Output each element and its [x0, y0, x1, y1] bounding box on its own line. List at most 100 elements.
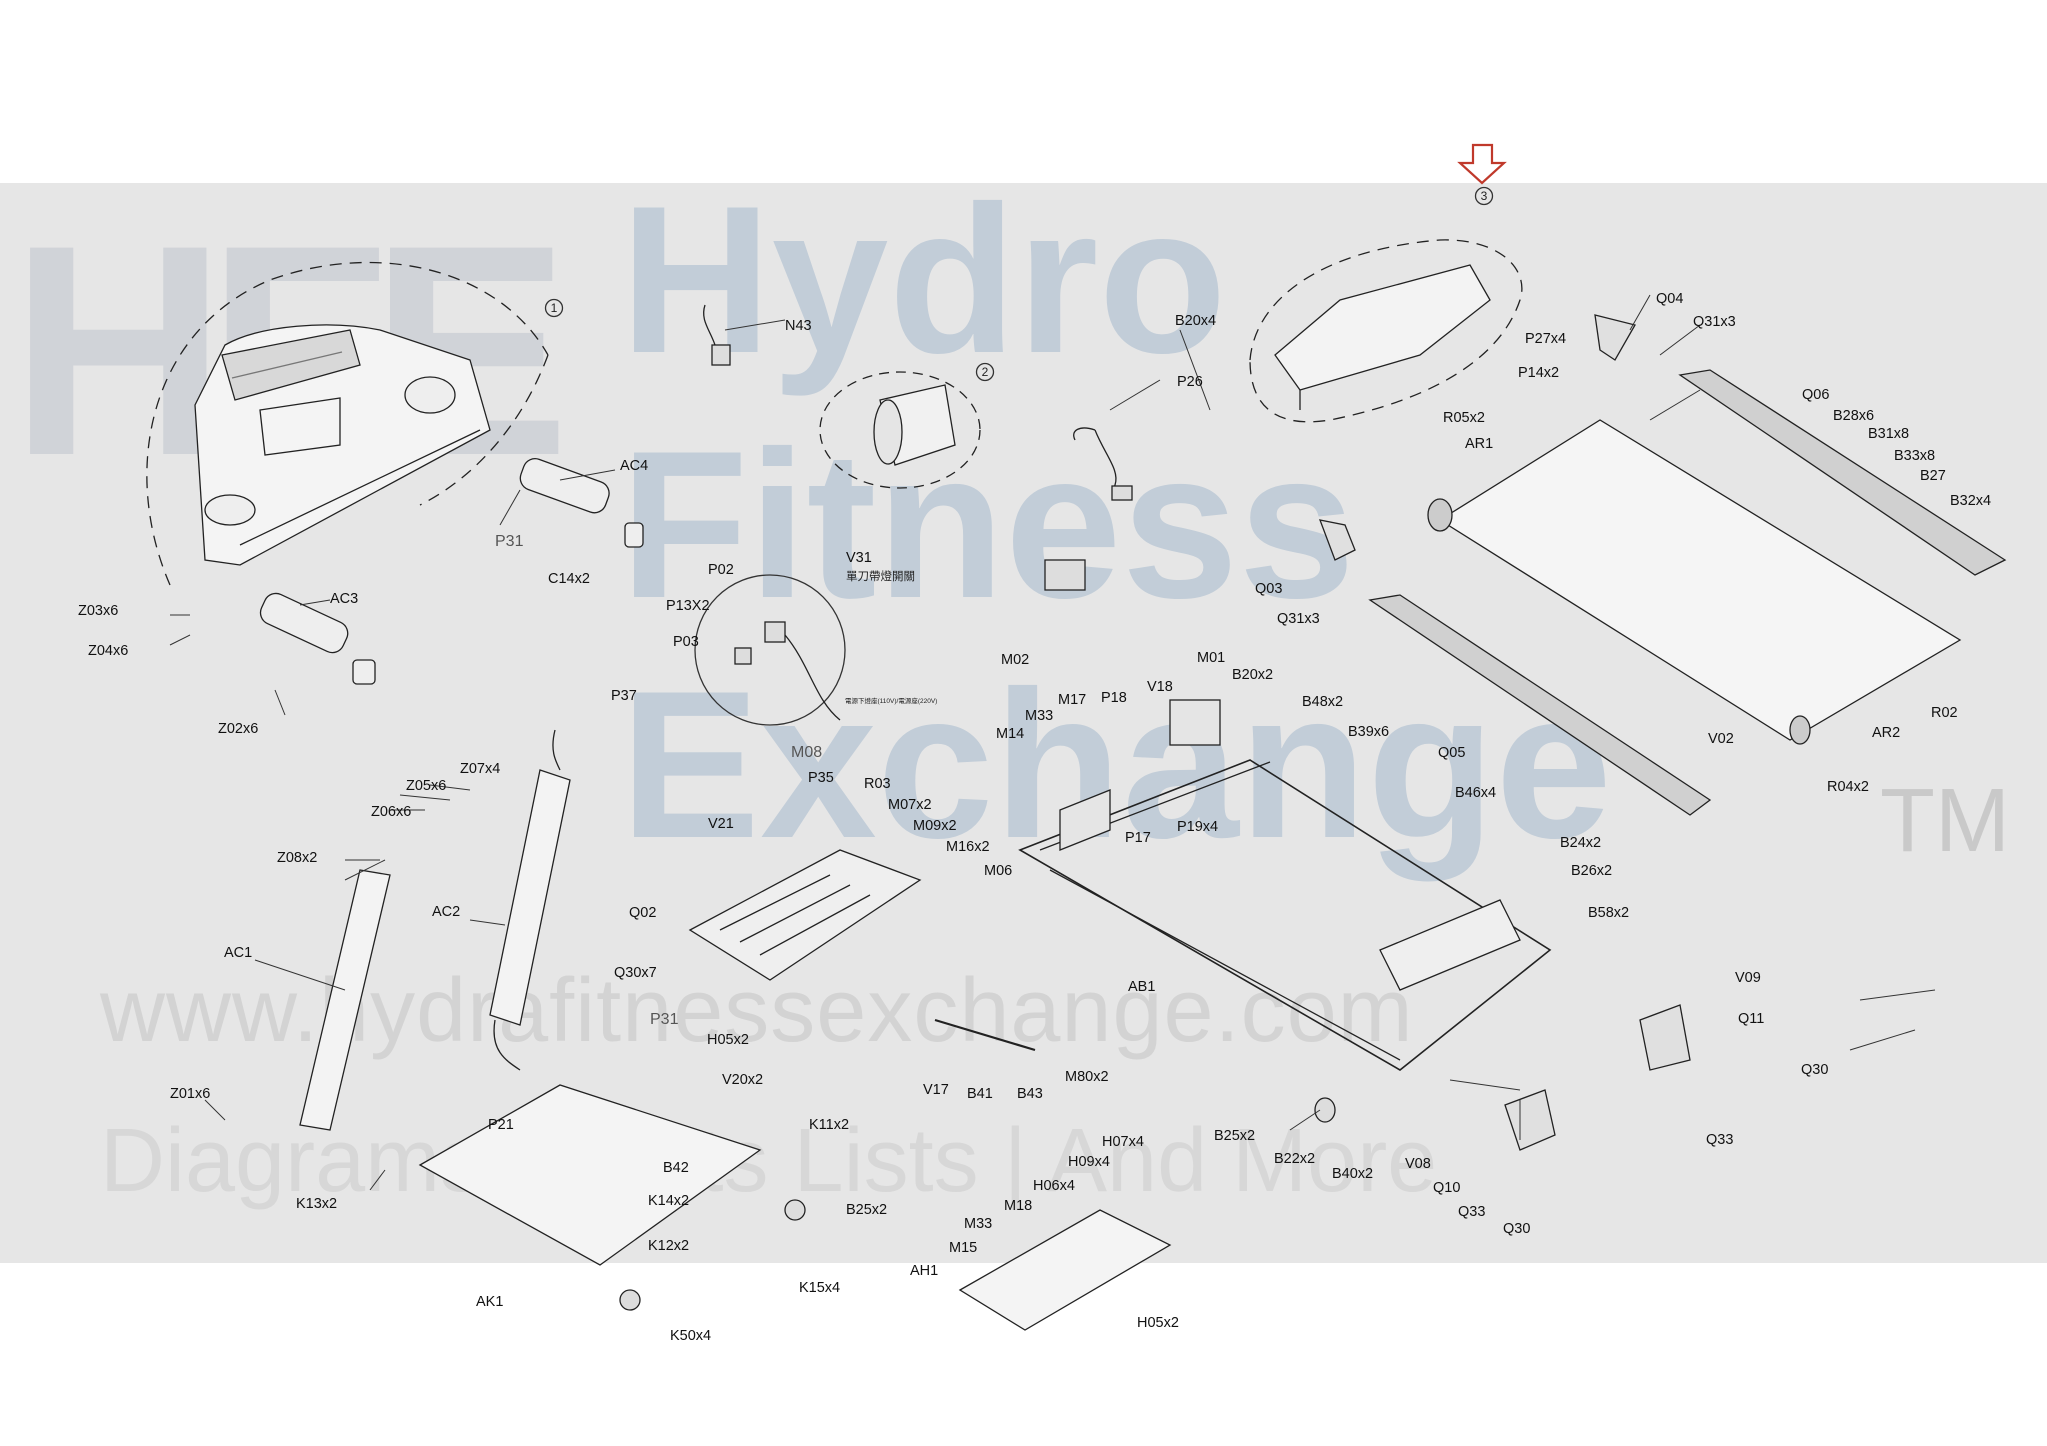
part-label-ar1: AR1	[1465, 436, 1493, 452]
part-label-r02: R02	[1931, 705, 1958, 721]
part-label-p26: P26	[1177, 374, 1203, 390]
part-label-b46x4: B46x4	[1455, 785, 1496, 801]
part-label-m07x2: M07x2	[888, 797, 932, 813]
shaft	[934, 1018, 1036, 1052]
rear-foot	[958, 1209, 1172, 1331]
part-label-ab1: AB1	[1128, 979, 1155, 995]
part-label-ac2: AC2	[432, 904, 460, 920]
note-v31: 單刀帶燈開關	[846, 569, 915, 583]
part-label-p27x4: P27x4	[1525, 331, 1566, 347]
part-label-v02: V02	[1708, 731, 1734, 747]
part-label-ar2: AR2	[1872, 725, 1900, 741]
part-label-h05x2: H05x2	[1137, 1315, 1179, 1331]
uprights	[299, 729, 571, 1131]
part-label-m18: M18	[1004, 1198, 1032, 1214]
part-label-v08: V08	[1405, 1156, 1431, 1172]
part-label-b42: B42	[663, 1160, 689, 1176]
part-label-h05x2: H05x2	[707, 1032, 749, 1048]
part-label-m02: M02	[1001, 652, 1029, 668]
part-label-p21: P21	[488, 1117, 514, 1133]
part-label-v09: V09	[1735, 970, 1761, 986]
part-label-m17: M17	[1058, 692, 1086, 708]
part-label-p37: P37	[611, 688, 637, 704]
part-label-p31: P31	[495, 533, 524, 550]
part-label-q33: Q33	[1706, 1132, 1733, 1148]
part-label-z04x6: Z04x6	[88, 643, 128, 659]
part-label-ac4: AC4	[620, 458, 648, 474]
part-label-z01x6: Z01x6	[170, 1086, 210, 1102]
part-label-p13x2: P13X2	[666, 598, 710, 614]
part-label-b41: B41	[967, 1086, 993, 1102]
part-label-q30: Q30	[1801, 1062, 1828, 1078]
part-label-q10: Q10	[1433, 1180, 1460, 1196]
part-label-z07x4: Z07x4	[460, 761, 500, 777]
part-label-z02x6: Z02x6	[218, 721, 258, 737]
part-label-b22x2: B22x2	[1274, 1151, 1315, 1167]
part-label-q04: Q04	[1656, 291, 1683, 307]
motor-cover-assembly	[1249, 239, 1523, 423]
part-label-b39x6: B39x6	[1348, 724, 1389, 740]
part-label-k50x4: K50x4	[670, 1328, 711, 1344]
part-label-m09x2: M09x2	[913, 818, 957, 834]
electrical-area	[694, 559, 1221, 746]
part-label-ac1: AC1	[224, 945, 252, 961]
part-label-h06x4: H06x4	[1033, 1178, 1075, 1194]
part-label-m08: M08	[791, 744, 822, 761]
part-label-b40x2: B40x2	[1332, 1166, 1373, 1182]
part-label-q33: Q33	[1458, 1204, 1485, 1220]
part-label-v17: V17	[923, 1082, 949, 1098]
part-label-n43: N43	[785, 318, 812, 334]
part-label-b25x2: B25x2	[846, 1202, 887, 1218]
callout-circle-2	[975, 362, 995, 382]
motor-assembly	[819, 371, 981, 489]
part-label-ak1: AK1	[476, 1294, 503, 1310]
part-label-q02: Q02	[629, 905, 656, 921]
part-label-q31x3: Q31x3	[1277, 611, 1320, 627]
part-label-r04x2: R04x2	[1827, 779, 1869, 795]
part-label-v31: V31	[846, 550, 872, 566]
part-label-m15: M15	[949, 1240, 977, 1256]
part-label-ac3: AC3	[330, 591, 358, 607]
part-label-k12x2: K12x2	[648, 1238, 689, 1254]
part-label-k15x4: K15x4	[799, 1280, 840, 1296]
part-n43	[703, 304, 731, 366]
part-label-m01: M01	[1197, 650, 1225, 666]
part-label-b33x8: B33x8	[1894, 448, 1935, 464]
part-label-z06x6: Z06x6	[371, 804, 411, 820]
part-label-k14x2: K14x2	[648, 1193, 689, 1209]
callout-3: 3	[1481, 189, 1488, 203]
part-label-v18: V18	[1147, 679, 1173, 695]
part-label-b27: B27	[1920, 468, 1946, 484]
callout-2: 2	[982, 365, 989, 379]
part-label-k13x2: K13x2	[296, 1196, 337, 1212]
part-label-b32x4: B32x4	[1950, 493, 1991, 509]
part-label-v20x2: V20x2	[722, 1072, 763, 1088]
part-label-b24x2: B24x2	[1560, 835, 1601, 851]
part-label-b20x4: B20x4	[1175, 313, 1216, 329]
part-label-m16x2: M16x2	[946, 839, 990, 855]
part-label-q31x3: Q31x3	[1693, 314, 1736, 330]
power-cord	[1073, 427, 1133, 501]
motor-tray	[688, 849, 922, 981]
main-frame	[1018, 759, 1552, 1071]
part-label-m80x2: M80x2	[1065, 1069, 1109, 1085]
callout-circle-3	[1474, 186, 1494, 206]
rear-covers	[1314, 1004, 1691, 1151]
part-label-v21: V21	[708, 816, 734, 832]
part-label-r03: R03	[864, 776, 891, 792]
part-label-b31x8: B31x8	[1868, 426, 1909, 442]
part-label-p19x4: P19x4	[1177, 819, 1218, 835]
part-label-p35: P35	[808, 770, 834, 786]
part-label-p03: P03	[673, 634, 699, 650]
part-label-m33: M33	[1025, 708, 1053, 724]
lower-base	[418, 1084, 806, 1311]
highlight-arrow	[1457, 143, 1507, 185]
callout-circle-1	[544, 298, 564, 318]
part-label-k11x2: K11x2	[809, 1117, 849, 1133]
part-label-p18: P18	[1101, 690, 1127, 706]
part-label-z03x6: Z03x6	[78, 603, 118, 619]
part-label-z08x2: Z08x2	[277, 850, 317, 866]
callout-1: 1	[551, 301, 558, 315]
